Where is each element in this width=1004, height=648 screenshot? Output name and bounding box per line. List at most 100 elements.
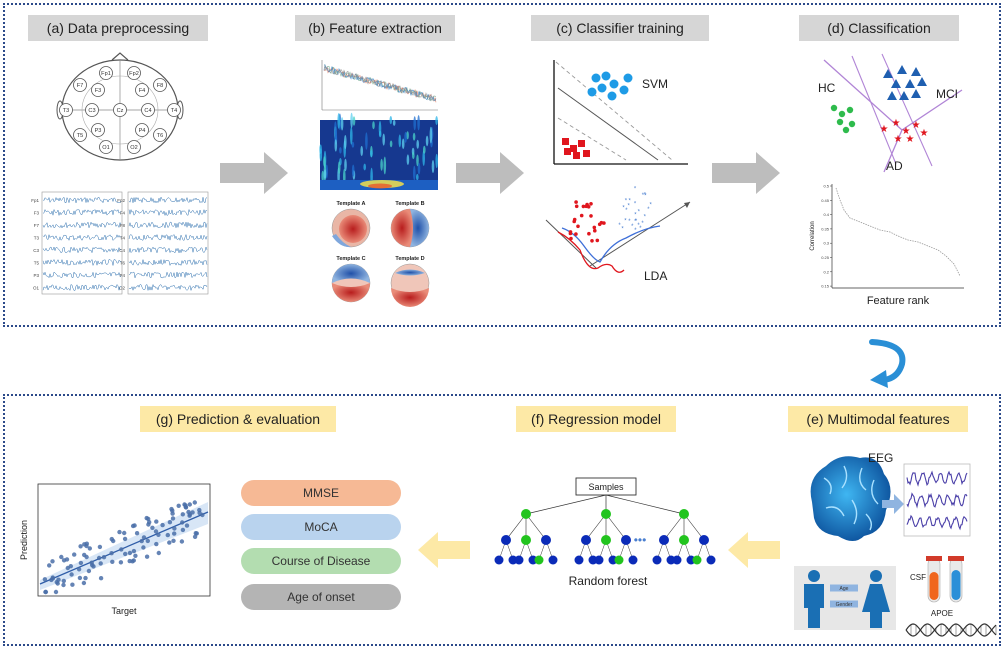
prediction-point	[170, 511, 175, 516]
prediction-point	[180, 512, 185, 517]
prediction-point	[167, 540, 172, 545]
prediction-point	[96, 555, 102, 561]
curved-arrow-icon	[869, 339, 906, 388]
rank-tick-label: 0.45	[821, 198, 830, 203]
template-b-label: Template B	[395, 201, 424, 207]
channel-label: C4	[119, 248, 125, 253]
svg-text:*: *	[634, 186, 637, 192]
svg-text:*: *	[639, 226, 642, 232]
template-c-map	[331, 263, 371, 303]
template-d-label: Template D	[395, 256, 424, 262]
electrode-t4: T4	[167, 103, 181, 117]
arrow-f-to-g	[418, 532, 470, 568]
eeg-trace	[128, 258, 208, 267]
rank-tick-label: 0.3	[823, 241, 829, 246]
prediction-point	[86, 568, 92, 574]
svg-text:O2: O2	[130, 145, 137, 151]
electrode-o2: O2	[127, 140, 141, 154]
microstate-templates: Template A Template B Template C Templat…	[331, 201, 430, 307]
rank-tick-label: 0.4	[823, 212, 829, 217]
eeg-trace	[42, 233, 122, 242]
arrow-b-to-c	[456, 152, 524, 194]
channel-label: F4	[120, 211, 126, 216]
label-feature-extraction: (b) Feature extraction	[295, 15, 455, 41]
svg-text:*: *	[641, 221, 644, 227]
arrow-c-to-d	[712, 152, 780, 194]
svg-text:*: *	[631, 224, 634, 230]
label-regression-model: (f) Regression model	[516, 406, 676, 432]
psd-plot	[321, 60, 438, 111]
prediction-point	[81, 580, 87, 586]
eeg-trace	[128, 283, 208, 292]
prediction-point	[197, 510, 202, 516]
prediction-point	[150, 525, 155, 530]
svg-text:★: ★	[906, 134, 915, 145]
svg-text:*: *	[634, 202, 637, 208]
prediction-point	[192, 534, 198, 539]
prediction-point	[167, 520, 173, 525]
svg-text:*: *	[622, 205, 625, 211]
scatter-ylabel: Prediction	[19, 520, 29, 560]
electrode-cz: Cz	[113, 103, 127, 117]
eeg-trace	[128, 196, 208, 204]
feature-rank-plot: 0.50.450.40.350.30.250.20.15 Correlation…	[810, 184, 964, 307]
label-data-preprocessing: (a) Data preprocessing	[28, 15, 208, 41]
electrode-f4: F4	[135, 83, 149, 97]
prediction-point	[172, 526, 177, 531]
svg-text:*: *	[638, 210, 641, 216]
outcome-moca: MoCA	[241, 514, 401, 540]
rank-tick-label: 0.2	[823, 269, 829, 274]
electrode-p3: P3	[91, 123, 105, 137]
prediction-point	[78, 560, 84, 566]
eeg-wave	[906, 514, 968, 531]
svg-text:*: *	[618, 223, 621, 229]
prediction-point	[156, 550, 161, 556]
svg-text:*: *	[644, 214, 647, 220]
prediction-point	[56, 577, 61, 582]
prediction-point	[61, 582, 66, 588]
prediction-point	[82, 542, 87, 547]
scatter-xlabel: Target	[111, 606, 137, 616]
svg-text:P4: P4	[139, 128, 146, 134]
eeg-trace	[42, 258, 122, 267]
svm-illustration: SVM	[553, 60, 688, 165]
template-b-map	[390, 208, 430, 248]
prediction-point	[98, 576, 104, 581]
svg-text:T4: T4	[171, 108, 178, 114]
electrode-c4: C4	[141, 103, 155, 117]
svg-text:T3: T3	[63, 108, 70, 114]
prediction-point	[78, 544, 83, 549]
eeg-trace	[42, 283, 122, 292]
prediction-point	[186, 509, 191, 515]
electrode-o1: O1	[99, 140, 113, 154]
svg-text:★: ★	[880, 124, 889, 135]
electrode-t5: T5	[73, 128, 87, 142]
template-a-label: Template A	[336, 201, 365, 207]
prediction-point	[110, 559, 115, 564]
prediction-point	[77, 575, 83, 581]
prediction-point	[144, 515, 149, 521]
prediction-point	[69, 572, 74, 577]
brain-eeg-illustration: EEG	[810, 451, 971, 541]
prediction-point	[133, 553, 138, 558]
prediction-point	[192, 500, 197, 505]
prediction-point	[89, 560, 94, 565]
prediction-point	[165, 532, 170, 538]
svg-text:C4: C4	[144, 108, 151, 114]
prediction-point	[194, 531, 199, 536]
eeg-trace	[128, 221, 208, 229]
ad-label: AD	[886, 159, 903, 173]
channel-label: T3	[34, 236, 40, 241]
spectrogram	[319, 112, 438, 190]
forest-ellipsis: •••	[634, 533, 647, 547]
hc-points	[830, 104, 856, 134]
prediction-point	[171, 538, 176, 543]
prediction-point	[180, 527, 186, 533]
random-forest-diagram: Samples ••• Random forest	[494, 477, 716, 588]
electrode-f7: F7	[73, 78, 87, 92]
prediction-point	[87, 546, 93, 551]
svg-text:*: *	[634, 219, 637, 225]
svg-text:*: *	[634, 213, 637, 219]
channel-label: C3	[33, 248, 39, 253]
svg-text:*: *	[642, 193, 645, 199]
